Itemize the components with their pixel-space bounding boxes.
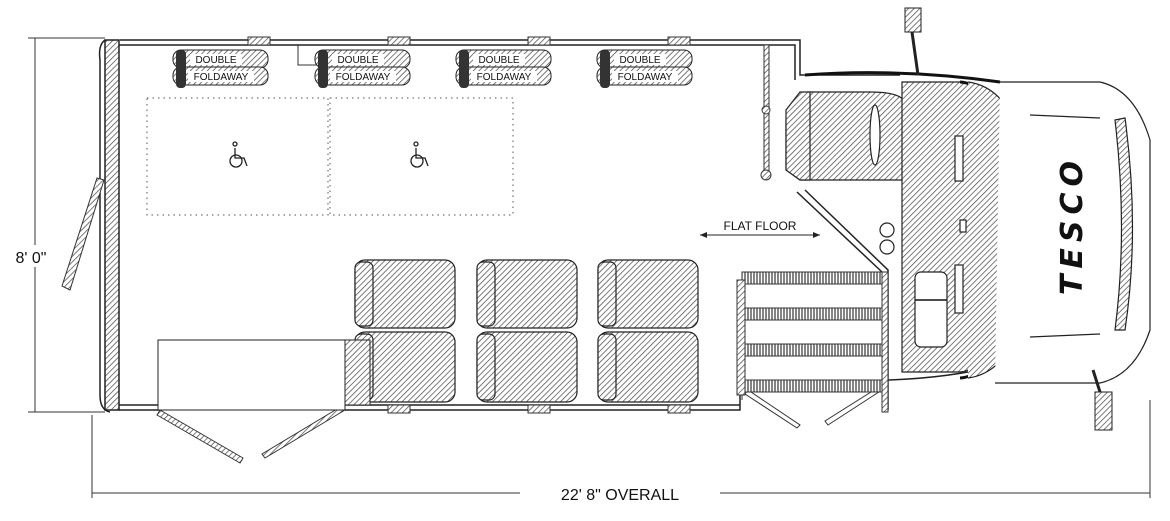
window-posts xyxy=(247,36,691,414)
length-dimension-label: 22' 8" OVERALL xyxy=(561,487,679,504)
seat-label-line1: DOUBLE xyxy=(619,55,660,66)
flat-floor-note: FLAT FLOOR xyxy=(700,219,820,238)
hood xyxy=(995,81,1151,384)
seat-label-line2: FOLDAWAY xyxy=(618,72,673,83)
grab-rail xyxy=(760,44,772,181)
wheelchair-icon xyxy=(229,141,429,168)
tesco-logo-text: TESCO xyxy=(1055,155,1090,295)
seat-label-line2: FOLDAWAY xyxy=(336,72,391,83)
foldaway-seat: DOUBLE FOLDAWAY xyxy=(455,49,552,88)
seat-label-line2: FOLDAWAY xyxy=(477,72,532,83)
seat-label-line2: FOLDAWAY xyxy=(194,72,249,83)
tesco-logo: TESCO xyxy=(1055,155,1090,295)
wheelchair-lift xyxy=(736,271,889,413)
mirror-right xyxy=(1091,369,1113,431)
side-door-front[interactable] xyxy=(744,386,883,429)
seat-label-line1: DOUBLE xyxy=(337,55,378,66)
seat-label-line1: DOUBLE xyxy=(195,55,236,66)
side-door-rear[interactable] xyxy=(156,405,346,464)
width-dimension: 8' 0" xyxy=(5,37,105,413)
passenger-seats xyxy=(354,259,699,403)
width-dimension-label: 8' 0" xyxy=(16,250,47,267)
rear-door[interactable] xyxy=(61,177,105,291)
flat-floor-label: FLAT FLOOR xyxy=(724,219,797,233)
foldaway-seat: DOUBLE FOLDAWAY xyxy=(596,49,693,88)
rear-bench xyxy=(157,339,371,411)
foldaway-seat: DOUBLE FOLDAWAY xyxy=(314,49,411,88)
foldaway-seat: DOUBLE FOLDAWAY xyxy=(172,49,269,88)
driver-seat xyxy=(785,91,906,181)
seat-label-line1: DOUBLE xyxy=(478,55,519,66)
length-dimension: 22' 8" OVERALL xyxy=(91,400,1151,504)
mirror-left xyxy=(904,7,922,76)
wheelchair-area xyxy=(146,97,514,216)
